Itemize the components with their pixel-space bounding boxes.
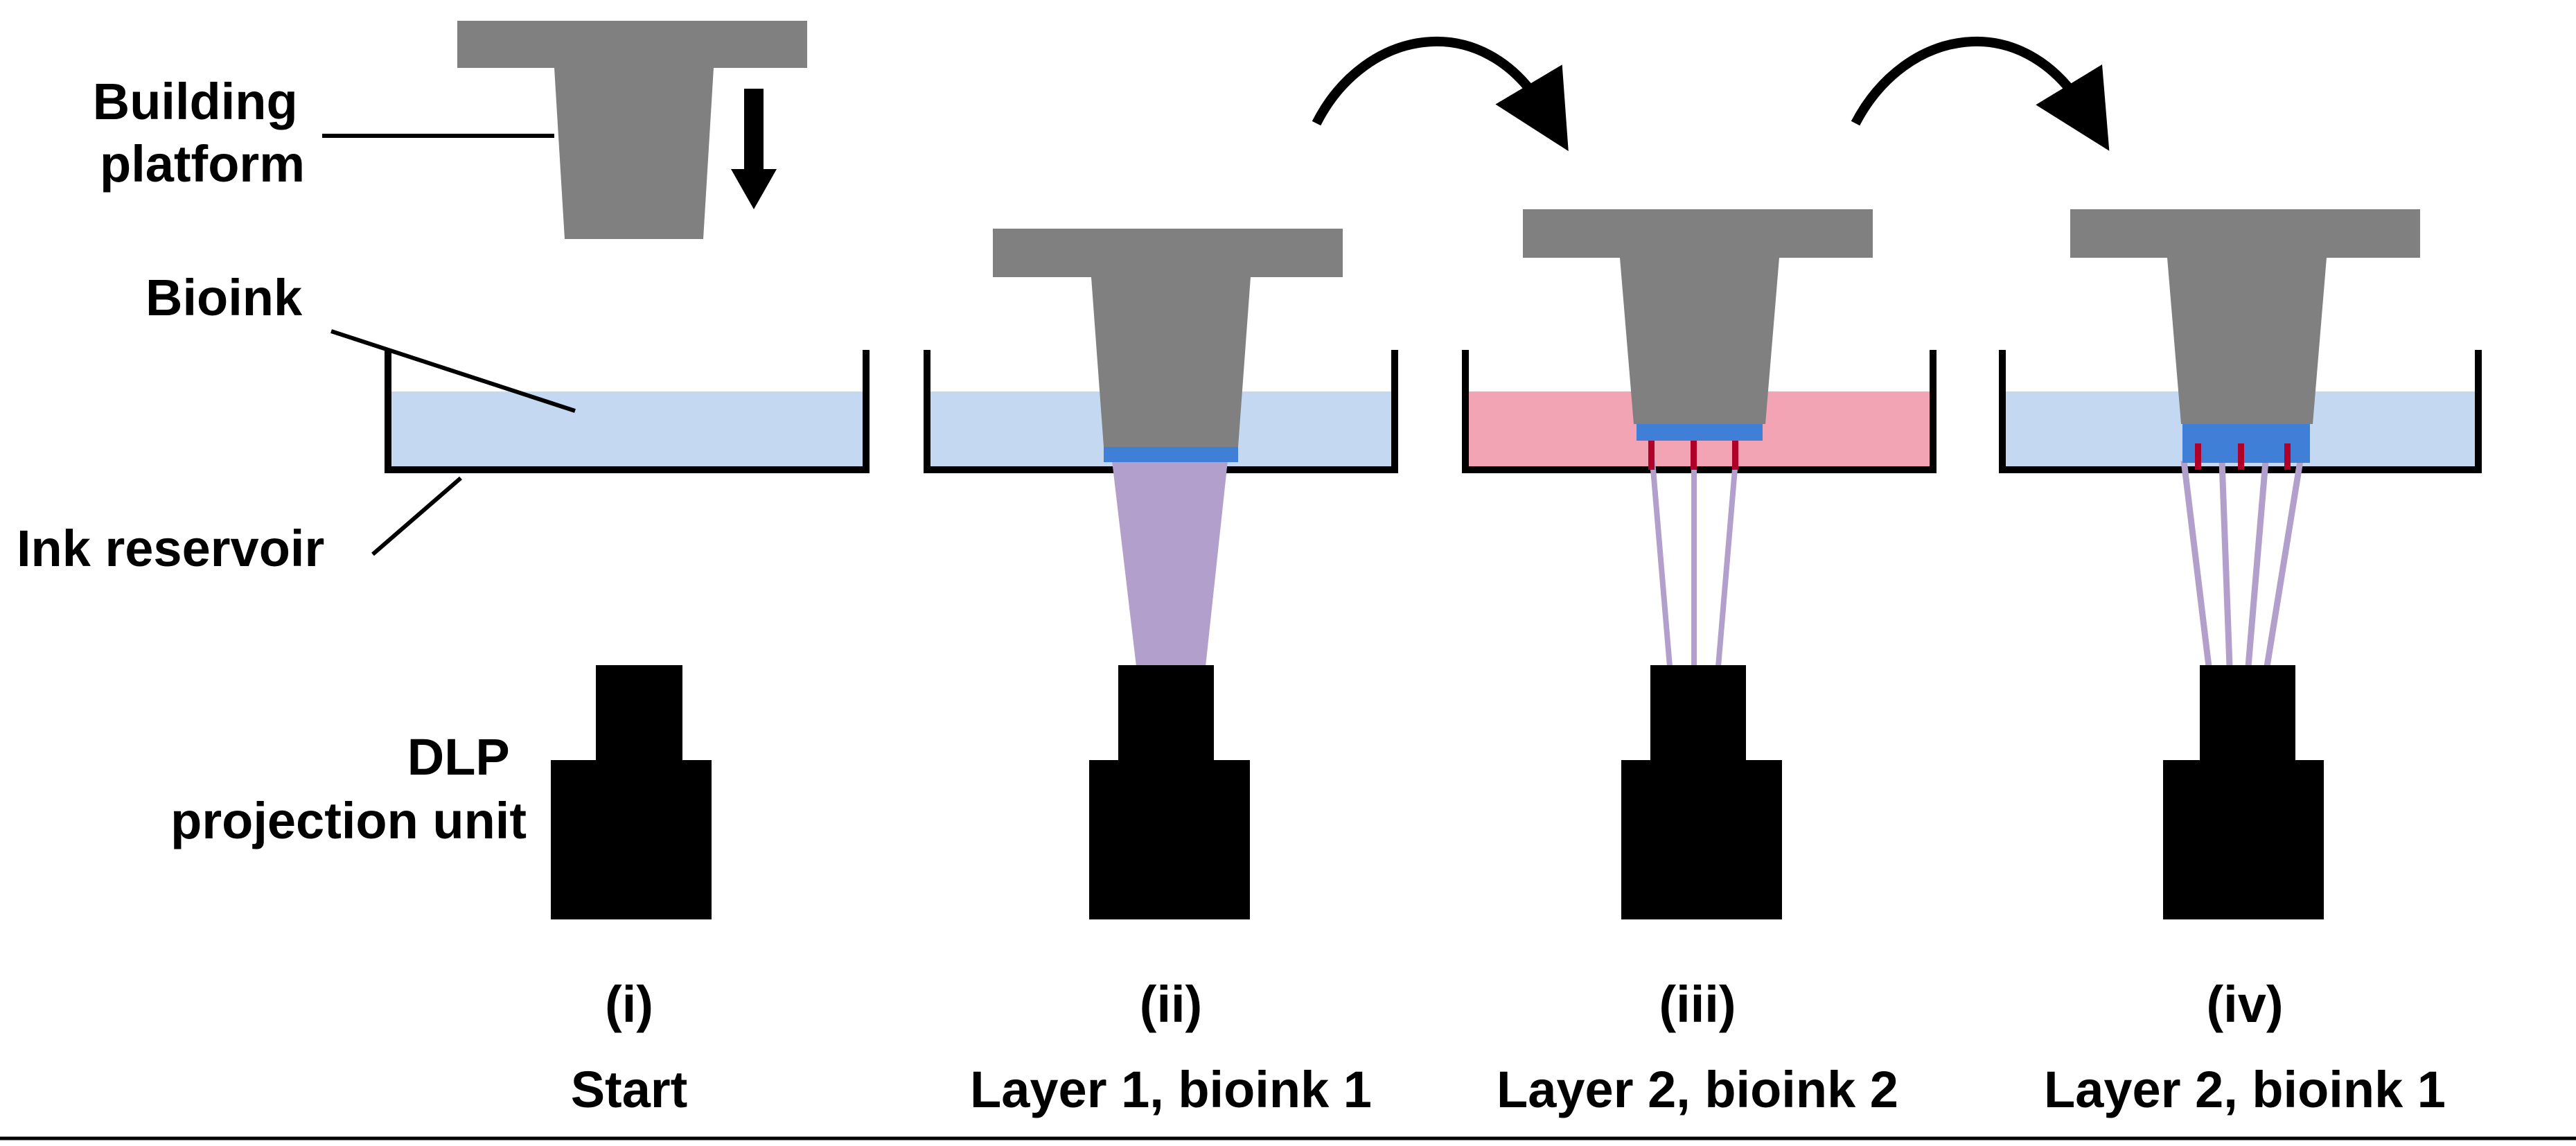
building-platform <box>457 21 807 239</box>
stage-iii-numeral: (iii) <box>1659 976 1736 1033</box>
curved-arrow-icon <box>1312 37 1569 152</box>
stage-iii-caption: Layer 2, bioink 2 <box>1497 1061 1898 1118</box>
stage-i <box>385 21 870 919</box>
stage-iv-numeral: (iv) <box>2207 976 2284 1033</box>
cured-pillars <box>2195 443 2291 470</box>
cured-layer <box>1637 424 1763 441</box>
cured-layer <box>1104 447 1238 462</box>
ink-reservoir-label: Ink reservoir <box>17 520 324 577</box>
building-platform <box>993 229 1343 447</box>
cured-layer <box>2182 424 2310 463</box>
stage-ii-numeral: (ii) <box>1140 976 1202 1033</box>
building-platform <box>2070 209 2420 424</box>
stage-iv-caption: Layer 2, bioink 1 <box>2044 1061 2446 1118</box>
down-arrow-icon <box>731 89 777 209</box>
stage-i-numeral: (i) <box>605 976 653 1033</box>
stage-iii <box>1462 209 1937 919</box>
building-platform-label: Building platform <box>93 73 312 193</box>
building-platform <box>1523 209 1873 424</box>
dlp-projection-unit-label: DLP projection unit <box>170 728 527 849</box>
bioink-label: Bioink <box>145 269 303 326</box>
stage-i-caption: Start <box>571 1061 688 1118</box>
building-platform-label-line2: platform <box>100 135 305 193</box>
dlp-projector <box>1621 665 1782 919</box>
dlp-projector <box>1089 665 1250 919</box>
dlp-label-line2: projection unit <box>170 792 527 849</box>
curved-arrow-icon <box>1851 37 2110 151</box>
light-beams <box>1650 460 1738 667</box>
cured-pillars <box>1648 441 1738 470</box>
ink-reservoir <box>385 350 870 473</box>
stage-ii-caption: Layer 1, bioink 1 <box>970 1061 1372 1118</box>
dlp-projector <box>551 665 712 919</box>
building-platform-label-line1: Building <box>93 73 298 130</box>
ink-reservoir-leader <box>371 476 462 556</box>
dlp-projector <box>2163 665 2324 919</box>
bioink-leader <box>330 329 576 413</box>
dlp-label-line1: DLP <box>407 728 509 786</box>
stage-iv <box>1999 209 2482 919</box>
light-beam <box>1112 461 1228 667</box>
stage-ii <box>924 229 1398 919</box>
light-beams <box>2180 460 2304 667</box>
